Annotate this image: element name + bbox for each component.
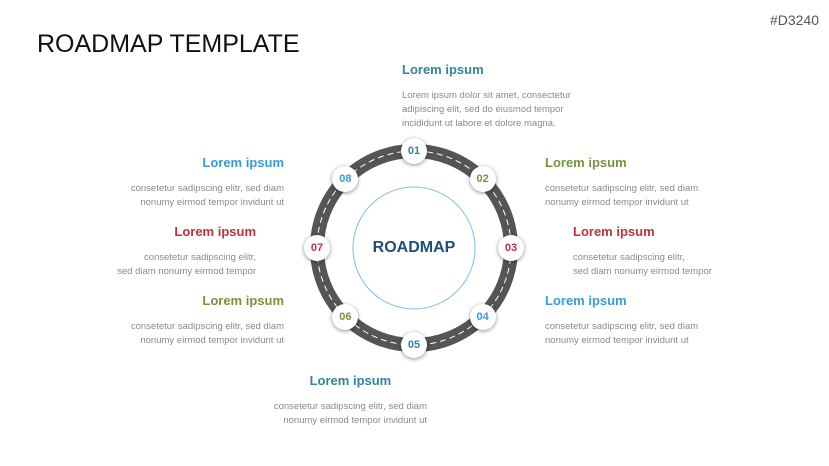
- step-text-02: Lorem ipsum consetetur sadipscing elitr, …: [545, 155, 698, 210]
- step-text-06: Lorem ipsum consetetur sadipscing elitr, …: [131, 293, 284, 348]
- step-heading: Lorem ipsum: [174, 224, 256, 239]
- step-text-07: Lorem ipsum consetetur sadipscing elitr, s…: [117, 224, 256, 279]
- step-description-line: Lorem ipsum dolor sit amet, consectetur: [402, 90, 571, 101]
- center-circle: [352, 186, 476, 310]
- step-heading: Lorem ipsum: [545, 293, 627, 308]
- step-description-line: incididunt ut labore et dolore magna.: [402, 118, 556, 129]
- step-description-line: adipiscing elit, sed do eiusmod tempor: [402, 104, 564, 115]
- step-description-line: nonumy eirmod tempor invidunt ut: [283, 415, 427, 426]
- template-code: #D3240: [769, 12, 819, 28]
- step-heading: Lorem ipsum: [402, 62, 484, 77]
- step-node-07: 07: [304, 235, 330, 261]
- step-heading: Lorem ipsum: [202, 155, 284, 170]
- step-description-line: nonumy eirmod tempor invidunt ut: [545, 197, 689, 208]
- step-node-02: 02: [469, 166, 496, 193]
- page-title: ROADMAP TEMPLATE: [37, 30, 300, 58]
- step-description-line: nonumy eirmod tempor invidunt ut: [140, 335, 284, 346]
- step-description-line: sed diam nonumy eirmod tempor: [573, 266, 712, 277]
- step-heading: Lorem ipsum: [309, 373, 392, 388]
- step-heading: Lorem ipsum: [202, 293, 284, 308]
- step-heading: Lorem ipsum: [573, 224, 655, 239]
- step-text-04: Lorem ipsum consetetur sadipscing elitr, …: [545, 293, 698, 348]
- step-description-line: consetetur sadipscing elitr,: [144, 252, 256, 263]
- step-heading: Lorem ipsum: [545, 155, 627, 170]
- step-text-03: Lorem ipsum consetetur sadipscing elitr, s…: [573, 224, 712, 279]
- step-description-line: nonumy eirmod tempor invidunt ut: [545, 335, 689, 346]
- step-text-05: Lorem ipsum consetetur sadipscing elitr, …: [274, 373, 427, 428]
- center-label: ROADMAP: [372, 239, 456, 256]
- step-node-04: 04: [469, 303, 496, 330]
- step-node-01: 01: [401, 138, 427, 164]
- step-description-line: consetetur sadipscing elitr, sed diam: [130, 321, 284, 332]
- step-description-line: sed diam nonumy eirmod tempor: [117, 266, 256, 277]
- step-node-06: 06: [332, 303, 359, 330]
- step-description-line: consetetur sadipscing elitr, sed diam: [273, 401, 427, 412]
- step-description-line: nonumy eirmod tempor invidunt ut: [140, 197, 284, 208]
- step-node-05: 05: [401, 332, 427, 358]
- step-description-line: consetetur sadipscing elitr, sed diam: [130, 183, 284, 194]
- step-node-08: 08: [332, 166, 359, 193]
- step-description-line: consetetur sadipscing elitr, sed diam: [545, 321, 699, 332]
- step-node-03: 03: [498, 235, 524, 261]
- step-text-08: Lorem ipsum consetetur sadipscing elitr, …: [131, 155, 284, 210]
- step-description-line: consetetur sadipscing elitr,: [573, 252, 685, 263]
- step-description-line: consetetur sadipscing elitr, sed diam: [545, 183, 699, 194]
